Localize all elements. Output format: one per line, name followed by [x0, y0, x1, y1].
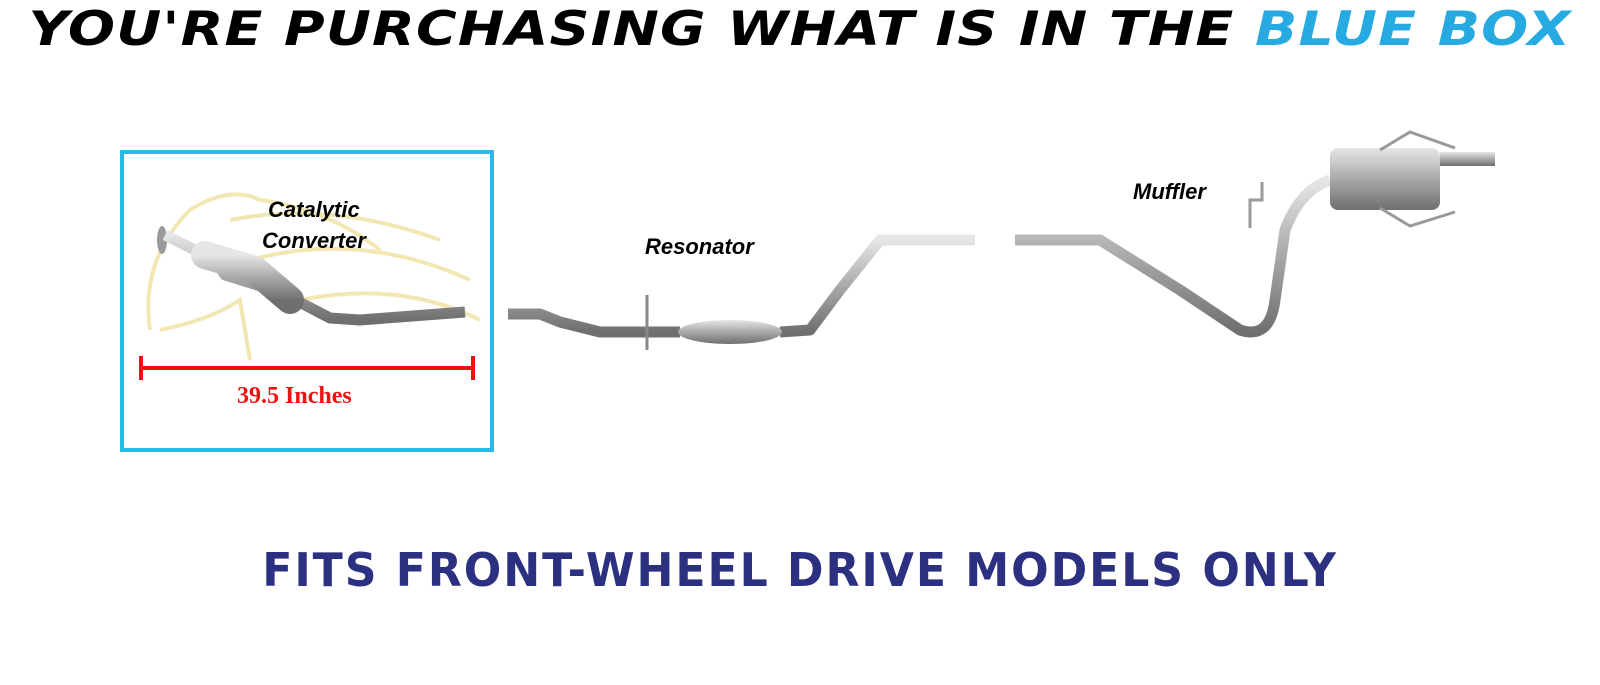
- headline: YOU'RE PURCHASING WHAT IS IN THE BLUE BO…: [0, 2, 1600, 57]
- label-resonator: Resonator: [645, 234, 754, 259]
- label-muffler: Muffler: [1133, 179, 1206, 204]
- resonator-pipe: [508, 234, 975, 350]
- dimension-line: [139, 356, 475, 380]
- label-converter: Converter: [262, 228, 366, 253]
- dimension-label: 39.5 Inches: [237, 383, 352, 409]
- catalytic-converter-part: [157, 226, 466, 326]
- fitment-note: FITS FRONT-WHEEL DRIVE MODELS ONLY: [262, 543, 1338, 597]
- muffler-pipe: [1015, 130, 1495, 338]
- headline-highlight: BLUE BOX: [1255, 2, 1572, 57]
- blue-box-highlight: [120, 150, 494, 452]
- label-catalytic: Catalytic: [268, 197, 360, 222]
- headline-prefix: YOU'RE PURCHASING WHAT IS IN THE: [28, 2, 1235, 57]
